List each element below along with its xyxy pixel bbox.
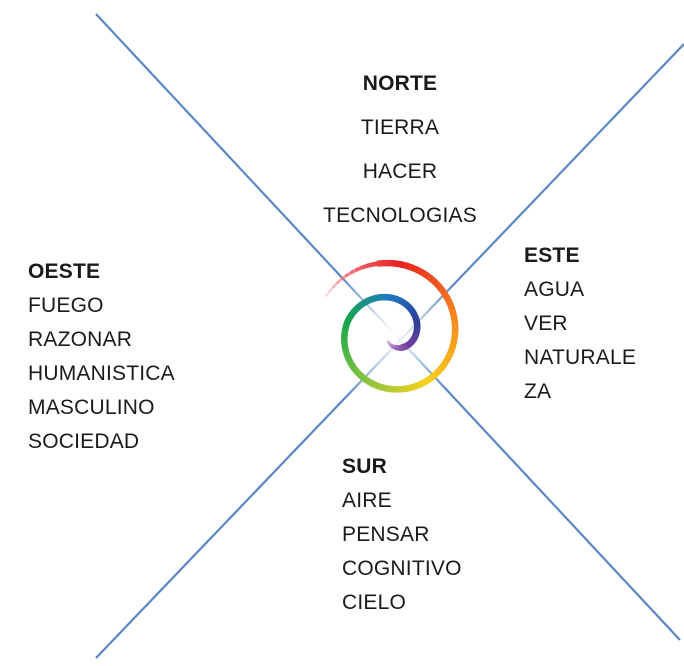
oeste-item-razonar: RAZONAR <box>28 328 133 351</box>
spiral-segment <box>325 290 331 297</box>
norte-item-tecnologias: TECNOLOGIAS <box>323 204 477 227</box>
este-item-za: ZA <box>524 380 552 403</box>
direction-este: ESTE AGUA VER NATURALE ZA <box>524 239 674 409</box>
norte-item-hacer: HACER <box>362 160 438 183</box>
sur-item-aire: AIRE <box>342 489 392 512</box>
oeste-heading: OESTE <box>28 260 101 283</box>
este-item-agua: AGUA <box>524 278 585 301</box>
norte-item-tierra: TIERRA <box>360 116 440 139</box>
direction-oeste: OESTE FUEGO RAZONAR HUMANISTICA MASCULIN… <box>28 255 258 459</box>
direction-norte: NORTE TIERRA HACER TECNOLOGIAS <box>300 62 500 238</box>
sur-heading: SUR <box>342 455 387 478</box>
sur-item-cognitivo: COGNITIVO <box>342 557 462 580</box>
este-item-ver: VER <box>524 312 568 335</box>
sur-item-cielo: CIELO <box>342 591 407 614</box>
oeste-item-sociedad: SOCIEDAD <box>28 430 140 453</box>
sur-item-pensar: PENSAR <box>342 523 430 546</box>
oeste-item-fuego: FUEGO <box>28 294 104 317</box>
direction-sur: SUR AIRE PENSAR COGNITIVO CIELO <box>342 450 542 620</box>
rainbow-spiral-icon <box>314 256 470 412</box>
este-heading: ESTE <box>524 244 580 267</box>
norte-heading: NORTE <box>362 72 438 95</box>
oeste-item-humanistica: HUMANISTICA <box>28 362 175 385</box>
este-item-naturale: NATURALE <box>524 346 637 369</box>
oeste-item-masculino: MASCULINO <box>28 396 155 419</box>
